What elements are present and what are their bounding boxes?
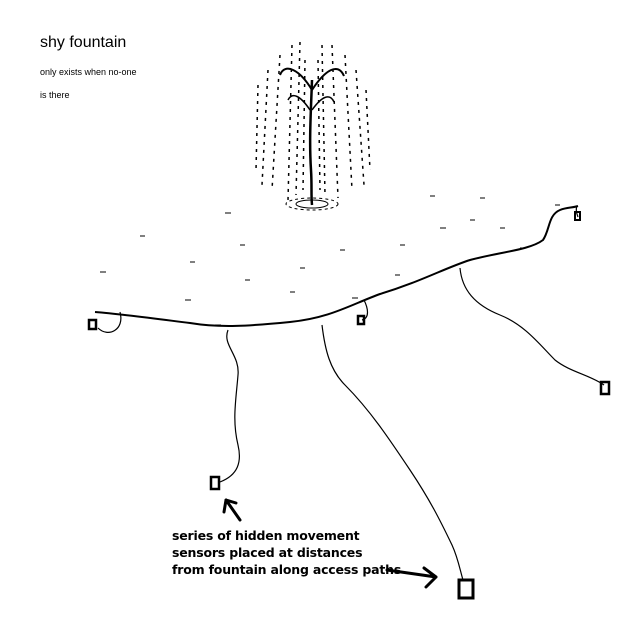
annotation-line: from fountain along access paths — [172, 562, 402, 577]
sensor-icon — [457, 578, 475, 600]
sensors — [87, 211, 611, 600]
title: shy fountain — [40, 34, 127, 51]
ground-marks — [100, 195, 560, 326]
paths — [94, 205, 605, 581]
subtitle-line: only exists when no-one — [40, 67, 137, 77]
path-1 — [219, 329, 241, 483]
annotation-line: sensors placed at distances — [172, 545, 363, 560]
subtitle-line: is there — [40, 90, 70, 100]
wire-left — [97, 311, 122, 333]
wire-right — [575, 205, 579, 218]
sensor-icon — [209, 475, 221, 491]
sensor-icon — [87, 318, 98, 331]
plaza-edge — [94, 205, 579, 327]
sensor-icon — [574, 211, 581, 221]
arrow-right-icon — [385, 566, 438, 589]
sensor-icon — [599, 380, 611, 396]
fountain-stem — [308, 79, 314, 206]
path-2 — [321, 324, 464, 581]
annotation-line: series of hidden movement — [172, 528, 360, 543]
path-3 — [459, 267, 605, 386]
fountain — [255, 41, 371, 211]
arrow-up-icon — [222, 498, 242, 522]
sensor-icon — [356, 314, 366, 326]
arrows — [222, 498, 438, 589]
